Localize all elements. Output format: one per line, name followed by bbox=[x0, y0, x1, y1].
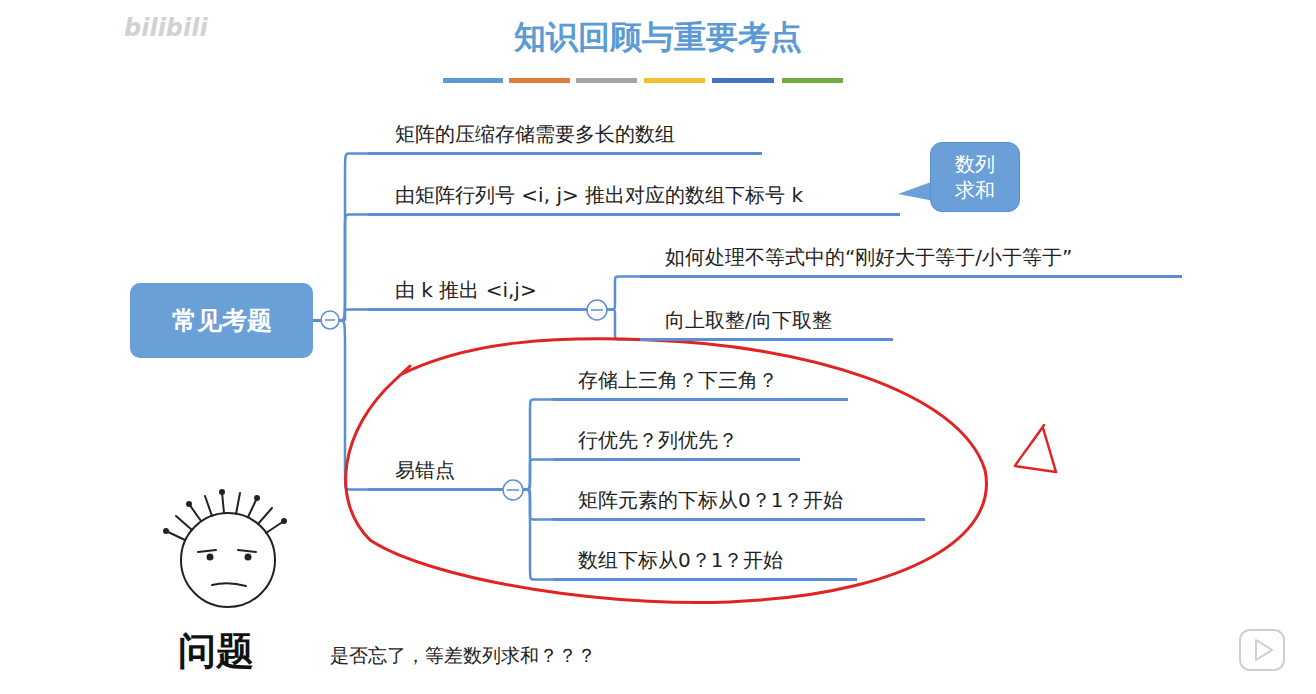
collapse-toggle bbox=[587, 300, 607, 320]
callout-tail bbox=[898, 181, 934, 201]
topic-text: 数组下标从0？1？开始 bbox=[578, 548, 783, 572]
collapse-toggle bbox=[503, 480, 523, 500]
hair-tip bbox=[255, 496, 259, 500]
toggle-minus bbox=[507, 489, 519, 491]
topic-text: 易错点 bbox=[395, 458, 455, 482]
hair-spike bbox=[166, 531, 185, 540]
hair-tip bbox=[220, 490, 224, 494]
sub-topic: 矩阵元素的下标从0？1？开始 bbox=[553, 487, 925, 521]
question-heading: 问题 bbox=[178, 626, 254, 677]
toggle-circle bbox=[587, 300, 607, 320]
hair-tip bbox=[187, 502, 191, 506]
hair-spike bbox=[248, 498, 257, 517]
topic-text: 存储上三角？下三角？ bbox=[578, 368, 778, 392]
branch-topic: 矩阵的压缩存储需要多长的数组 bbox=[368, 121, 762, 155]
branch-connector bbox=[495, 400, 553, 490]
eye-brow bbox=[238, 550, 256, 552]
face-outline bbox=[181, 513, 275, 607]
topic-text: 常见考题 bbox=[172, 304, 272, 337]
root-topic: 常见考题 bbox=[130, 283, 313, 358]
branch-connector bbox=[313, 321, 368, 490]
topic-text: 由矩阵行列号 <i, j> 推出对应的数组下标号 k bbox=[395, 183, 803, 207]
branch-connector bbox=[313, 154, 368, 321]
branch-topic: 易错点 bbox=[368, 457, 495, 491]
sub-topic: 存储上三角？下三角？ bbox=[553, 367, 848, 401]
play-frame bbox=[1240, 630, 1284, 670]
eye bbox=[208, 555, 213, 560]
question-text: 是否忘了，等差数列求和？？？ bbox=[330, 643, 596, 669]
bar-segment bbox=[644, 78, 705, 83]
hair-spike bbox=[236, 493, 240, 514]
bar-segment bbox=[443, 78, 503, 83]
hair-tip bbox=[164, 529, 168, 533]
callout-bubble: 数列求和 bbox=[930, 142, 1020, 212]
highlight-ellipse bbox=[346, 339, 987, 603]
hair-spike bbox=[176, 516, 192, 530]
topic-text: 如何处理不等式中的“刚好大于等于/小于等于” bbox=[665, 245, 1072, 269]
hair-tip bbox=[282, 519, 286, 523]
topic-text: 向上取整/向下取整 bbox=[665, 308, 832, 332]
topic-text: 数列求和 bbox=[955, 151, 995, 203]
bar-segment bbox=[576, 78, 637, 83]
mouth bbox=[212, 583, 246, 586]
collapse-toggle bbox=[321, 311, 339, 329]
bar-segment bbox=[712, 78, 774, 83]
toggle-minus bbox=[591, 309, 603, 311]
toggle-circle bbox=[321, 311, 339, 329]
hair-spike bbox=[189, 504, 201, 521]
toggle-minus bbox=[325, 319, 335, 321]
topic-text: 矩阵的压缩存储需要多长的数组 bbox=[395, 122, 675, 146]
play-triangle bbox=[1256, 640, 1272, 660]
bar-segment bbox=[509, 78, 570, 83]
branch-connector bbox=[313, 215, 368, 321]
sub-topic: 行优先？列优先？ bbox=[553, 427, 800, 461]
hair-spike bbox=[205, 496, 212, 516]
warning-triangle bbox=[1015, 425, 1056, 472]
sub-topic: 数组下标从0？1？开始 bbox=[553, 547, 857, 581]
hair-spike bbox=[266, 521, 284, 533]
topic-text: 由 k 推出 <i,j> bbox=[395, 278, 537, 302]
branch-connector bbox=[495, 490, 553, 580]
sub-topic: 如何处理不等式中的“刚好大于等于/小于等于” bbox=[640, 244, 1182, 278]
bar-segment bbox=[782, 78, 843, 83]
hair-spike bbox=[222, 492, 224, 513]
title-color-bar bbox=[443, 78, 843, 83]
hair-spike bbox=[258, 508, 272, 524]
toggle-circle bbox=[503, 480, 523, 500]
play-icon bbox=[1240, 630, 1284, 670]
topic-text: 行优先？列优先？ bbox=[578, 428, 738, 452]
topic-text: 矩阵元素的下标从0？1？开始 bbox=[578, 488, 843, 512]
branch-topic: 由 k 推出 <i,j> bbox=[368, 277, 580, 311]
watermark: bilibili bbox=[124, 14, 208, 42]
cartoon-face bbox=[164, 490, 286, 607]
sub-topic: 向上取整/向下取整 bbox=[640, 307, 893, 341]
branch-topic: 由矩阵行列号 <i, j> 推出对应的数组下标号 k bbox=[368, 182, 900, 216]
eye-brow bbox=[198, 550, 216, 552]
eye bbox=[246, 555, 251, 560]
